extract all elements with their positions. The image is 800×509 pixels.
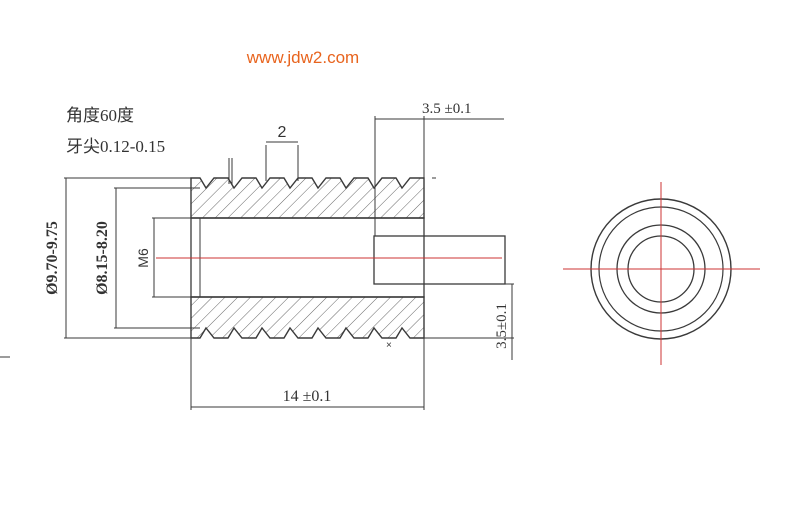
thread-label: M6 (135, 248, 151, 268)
length-label: 14 ±0.1 (283, 388, 332, 405)
upper-wall-section (190, 177, 425, 219)
watermark-text: www.jdw2.com (246, 48, 359, 67)
right-offset-label: 3.5±0.1 (494, 303, 510, 349)
root-diameter-label: Ø8.15-8.20 (94, 221, 111, 295)
pitch-label: 2 (278, 124, 287, 141)
crest-note: 牙尖0.12-0.15 (66, 137, 165, 156)
outer-diameter-label: Ø9.70-9.75 (44, 221, 61, 295)
lower-wall-section (190, 296, 425, 339)
cross-mark: × (386, 340, 392, 351)
angle-note: 角度60度 (66, 106, 134, 125)
top-offset-label: 3.5 ±0.1 (422, 101, 471, 117)
bore-exit-step (373, 235, 506, 285)
